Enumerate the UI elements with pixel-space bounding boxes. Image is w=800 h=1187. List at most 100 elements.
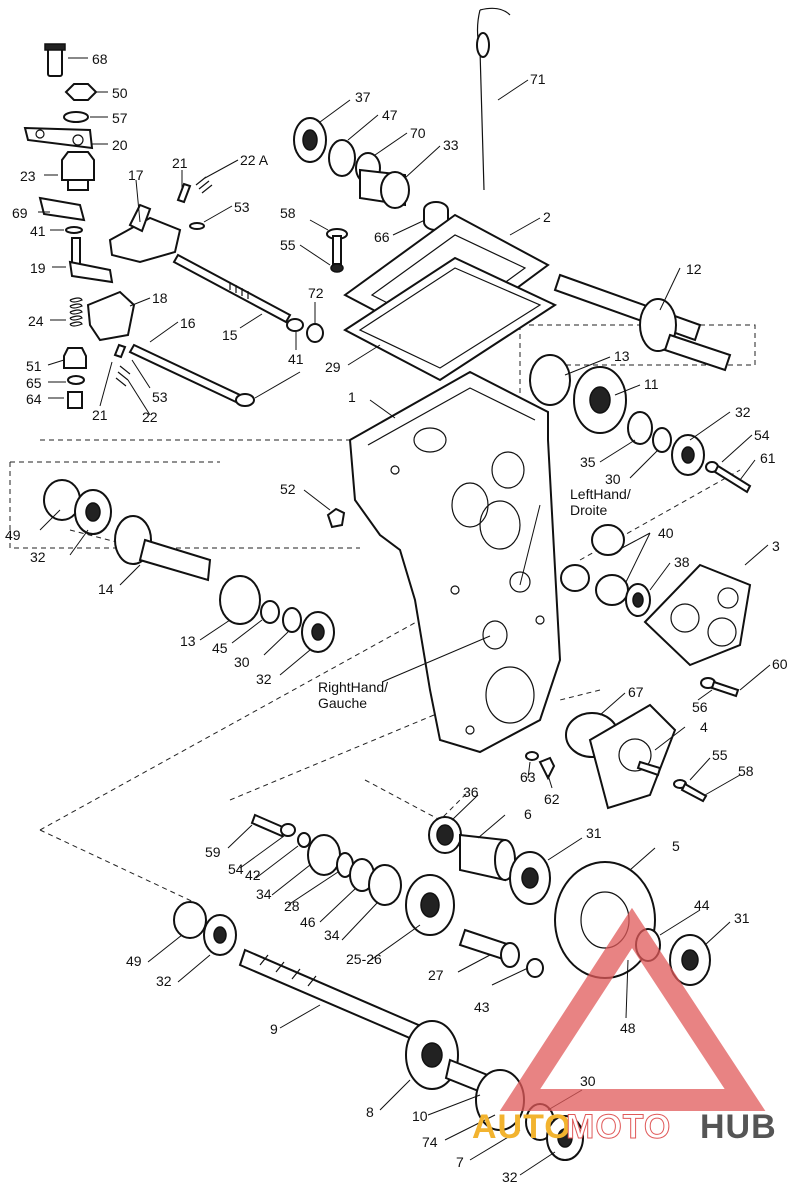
part-label-58b: 58 (738, 763, 754, 779)
part-label-30b: 30 (234, 654, 250, 670)
part-label-34a: 34 (256, 886, 272, 902)
part-label-34b: 34 (324, 927, 340, 943)
shift-linkage-assembly (23, 43, 114, 409)
part-label-57: 57 (112, 110, 128, 126)
part-label-45: 45 (212, 640, 228, 656)
input-shaft-12 (553, 273, 732, 372)
part-number-labels: 68 50 57 20 23 69 41 19 24 51 65 64 17 2… (5, 51, 788, 1185)
part-label-32b: 32 (30, 549, 46, 565)
part-label-41a: 41 (30, 223, 46, 239)
part-label-38: 38 (674, 554, 690, 570)
countershaft-14-group (43, 479, 335, 653)
shift-rods-and-forks (86, 176, 304, 407)
assembly-guide-lines (9, 324, 756, 906)
part-label-69: 69 (12, 205, 28, 221)
part-label-70: 70 (410, 125, 426, 141)
part-label-7: 7 (456, 1154, 464, 1170)
part-label-41b: 41 (288, 351, 304, 367)
part-label-23: 23 (20, 168, 36, 184)
part-label-32d: 32 (156, 973, 172, 989)
part-label-6: 6 (524, 806, 532, 822)
part-label-53b: 53 (152, 389, 168, 405)
part-label-2: 2 (543, 209, 551, 225)
watermark-logo: AUTO MOTO HUB (472, 907, 777, 1147)
part-label-49b: 49 (126, 953, 142, 969)
part-label-1: 1 (348, 389, 356, 405)
part-label-42: 42 (245, 867, 261, 883)
left-hand-note-line1: LeftHand/ (570, 486, 631, 502)
part-label-43: 43 (474, 999, 490, 1015)
part-label-74: 74 (422, 1134, 438, 1150)
part-label-21b: 21 (92, 407, 108, 423)
part-label-59: 59 (205, 844, 221, 860)
part-label-24: 24 (28, 313, 44, 329)
part-label-14: 14 (98, 581, 114, 597)
part-label-35: 35 (580, 454, 596, 470)
part-label-32c: 32 (256, 671, 272, 687)
part-label-36: 36 (463, 784, 479, 800)
part-label-8: 8 (366, 1104, 374, 1120)
part-label-63: 63 (520, 769, 536, 785)
part-label-13a: 13 (614, 348, 630, 364)
part-label-71: 71 (530, 71, 546, 87)
lower-left-stack (250, 813, 455, 936)
part-label-72: 72 (308, 285, 324, 301)
watermark-triangle (499, 907, 766, 1111)
part-label-11: 11 (644, 376, 659, 392)
part-label-51: 51 (26, 358, 42, 374)
part-label-10: 10 (412, 1108, 428, 1124)
drain-plug-52 (326, 507, 346, 529)
part-label-66: 66 (374, 229, 390, 245)
part-label-12: 12 (686, 261, 702, 277)
upper-right-gear-cluster (529, 354, 752, 494)
part-label-40: 40 (658, 525, 674, 541)
part-label-9: 9 (270, 1021, 278, 1037)
part-label-30a: 30 (605, 471, 621, 487)
bearing-seal-group-top (293, 117, 410, 209)
part-label-44: 44 (694, 897, 710, 913)
right-hand-note-line2: Gauche (318, 695, 367, 711)
part-label-17: 17 (128, 167, 144, 183)
watermark-text-moto: MOTO (566, 1108, 671, 1146)
part-label-61: 61 (760, 450, 776, 466)
part-label-3: 3 (772, 538, 780, 554)
part-label-19: 19 (30, 260, 46, 276)
part-label-55a: 55 (280, 237, 296, 253)
part-label-31b: 31 (734, 910, 750, 926)
part-label-20: 20 (112, 137, 128, 153)
part-label-18: 18 (152, 290, 168, 306)
part-label-32e: 32 (502, 1169, 518, 1185)
main-gearbox-housing (348, 370, 562, 754)
cover-plate-and-gasket (343, 213, 558, 382)
part-label-47: 47 (382, 107, 398, 123)
part-label-49a: 49 (5, 527, 21, 543)
part-label-22: 22 (142, 409, 158, 425)
watermark-text-hub: HUB (700, 1108, 777, 1146)
part-label-22a: 22 A (240, 152, 269, 168)
part-label-27: 27 (428, 967, 444, 983)
part-label-25-26: 25-26 (346, 951, 382, 967)
part-label-60: 60 (772, 656, 788, 672)
part-label-16: 16 (180, 315, 196, 331)
part-label-54b: 54 (228, 861, 244, 877)
part-label-5: 5 (672, 838, 680, 854)
part-label-29: 29 (325, 359, 341, 375)
part-label-58a: 58 (280, 205, 296, 221)
side-cover-assembly (560, 524, 752, 698)
right-hand-note-line1: RightHand/ (318, 679, 388, 695)
part-label-56: 56 (692, 699, 708, 715)
part-label-46: 46 (300, 914, 316, 930)
part-label-4: 4 (700, 719, 708, 735)
leader-lines (38, 57, 771, 1176)
part-label-30c: 30 (580, 1073, 596, 1089)
watermark-text-auto: AUTO (472, 1108, 572, 1146)
part-label-64: 64 (26, 391, 42, 407)
part-label-50: 50 (112, 85, 128, 101)
part-label-67: 67 (628, 684, 644, 700)
part-label-54a: 54 (754, 427, 770, 443)
output-shaft-9 (173, 901, 584, 1161)
part-label-62: 62 (544, 791, 560, 807)
left-hand-note-line2: Droite (570, 502, 608, 518)
part-label-13b: 13 (180, 633, 196, 649)
part-label-37: 37 (355, 89, 371, 105)
